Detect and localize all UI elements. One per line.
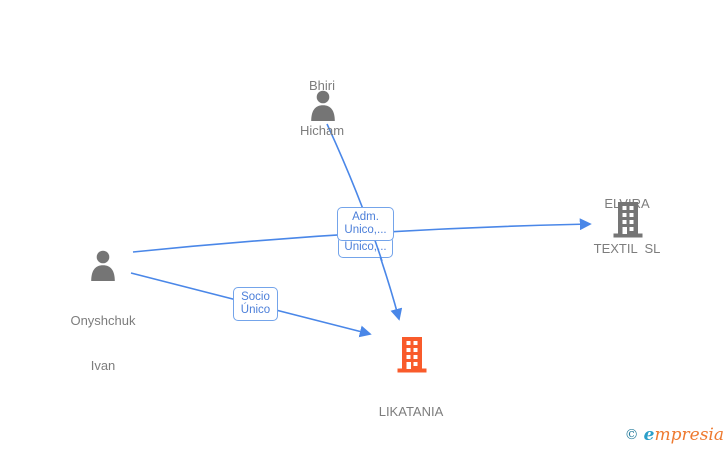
node-label-onyshchuk-line2: Ivan bbox=[90, 358, 116, 373]
empresia-watermark: © e mpresia bbox=[625, 423, 724, 447]
node-label-likatania-sl: LIKATANIA SL bbox=[341, 374, 481, 450]
person-icon[interactable] bbox=[88, 250, 118, 281]
building-icon[interactable] bbox=[396, 337, 428, 373]
edge-label-socio-line1: Socio bbox=[241, 291, 270, 303]
edge-label-socio-unico[interactable]: Socio Único bbox=[233, 287, 278, 321]
edge-label-adm-unico[interactable]: Adm. Unico,... bbox=[337, 207, 394, 241]
brand-logo-e: e bbox=[643, 425, 655, 445]
person-icon[interactable] bbox=[308, 90, 338, 121]
node-label-onyshchuk-line1: Onyshchuk bbox=[70, 313, 136, 328]
edge-label-adm-line1: Adm. bbox=[352, 211, 379, 223]
node-label-elvira-line2: TEXTIL SL bbox=[593, 241, 661, 256]
node-label-likatania-line1: LIKATANIA bbox=[378, 404, 444, 419]
node-label-bhiri-line2: Hicham bbox=[299, 123, 345, 138]
edge-label-socio-line2: Único bbox=[240, 304, 271, 316]
brand-logo-text: mpresia bbox=[654, 425, 725, 445]
edge-label-unico-text: Unico,... bbox=[344, 240, 387, 253]
node-label-bhiri-line1: Bhiri bbox=[308, 78, 335, 93]
node-label-onyshchuk-ivan: Onyshchuk Ivan bbox=[33, 283, 173, 403]
building-icon[interactable] bbox=[612, 202, 644, 238]
copyright-icon: © bbox=[624, 427, 639, 443]
edge-label-adm-line2: Unico,... bbox=[344, 224, 387, 236]
